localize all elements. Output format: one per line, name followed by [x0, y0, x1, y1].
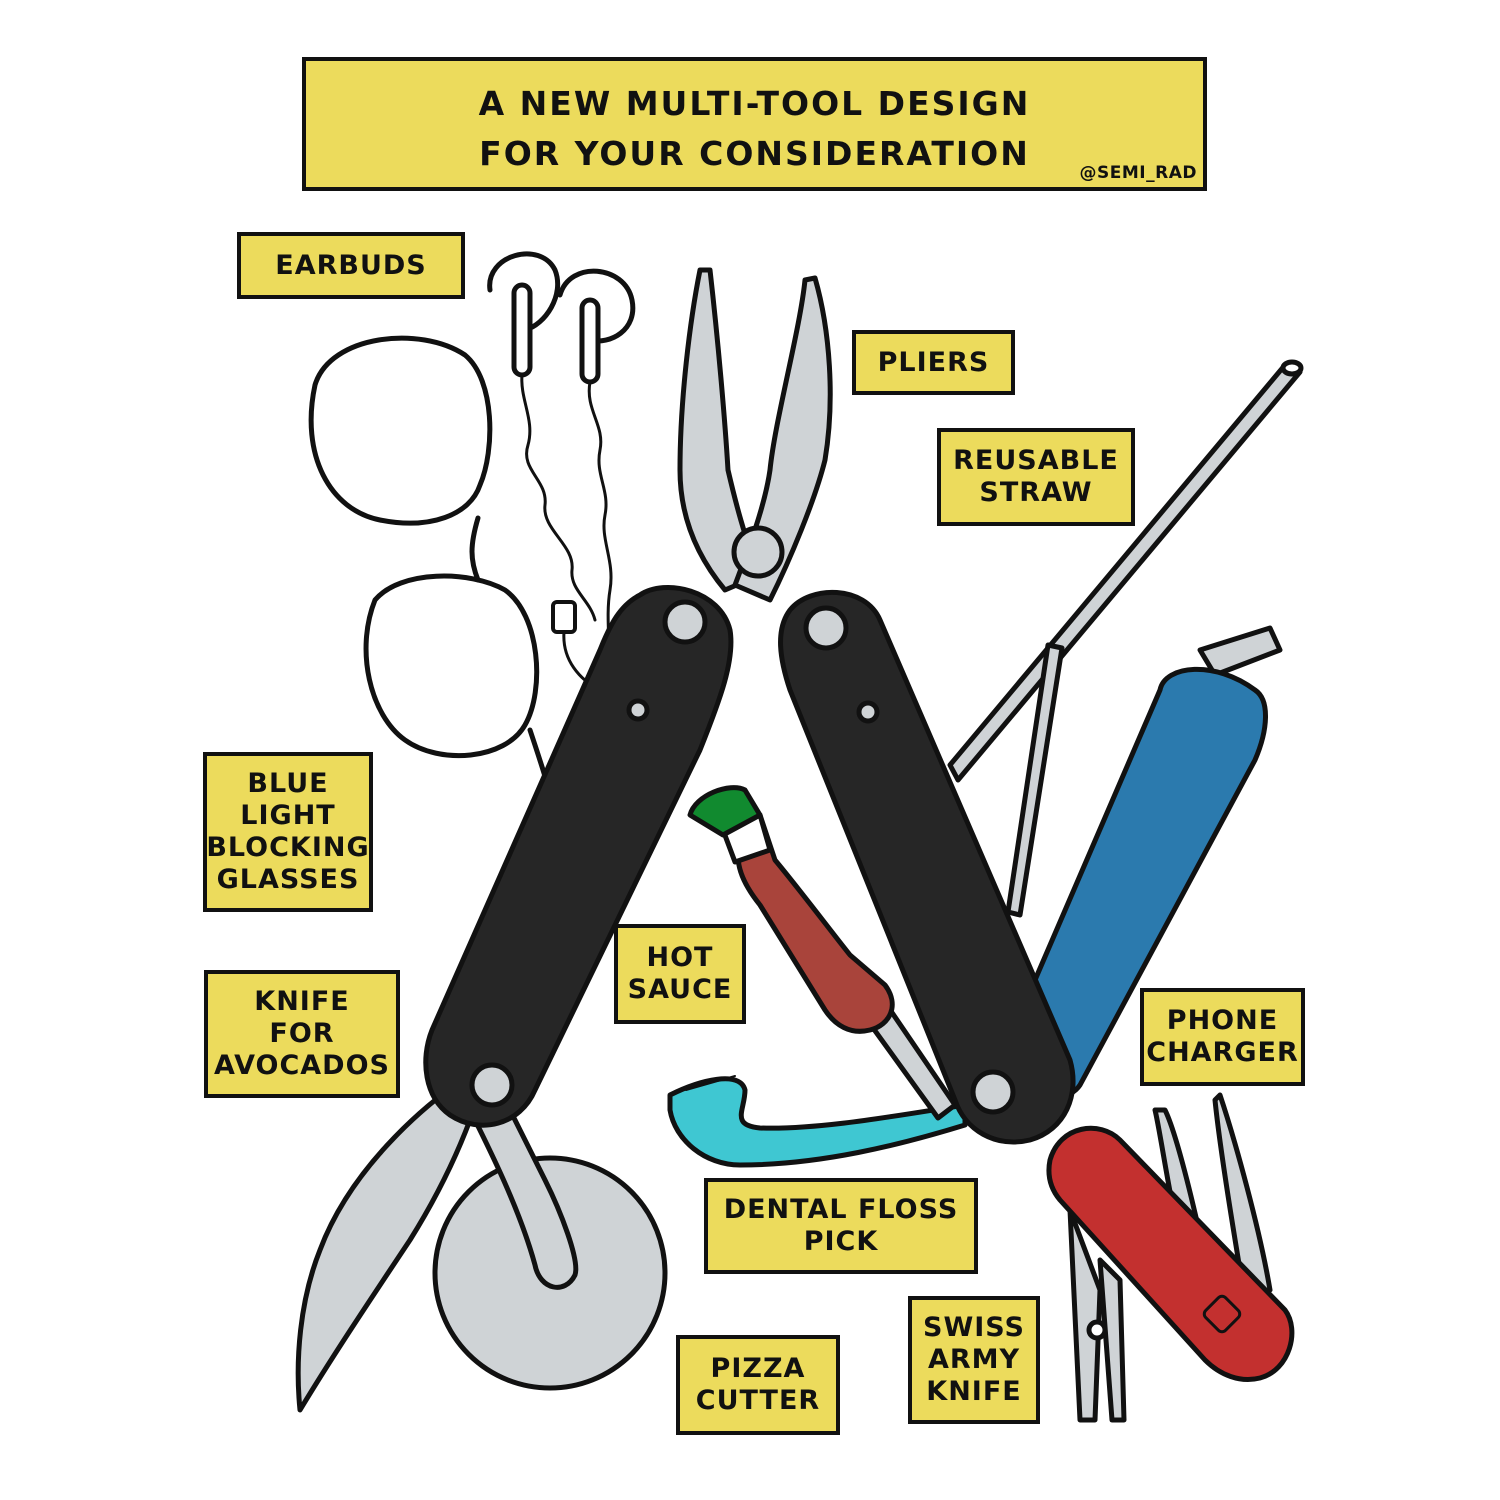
- title-text: A NEW MULTI-TOOL DESIGN FOR YOUR CONSIDE…: [478, 84, 1031, 173]
- swiss-knife-drawing: [1046, 1092, 1295, 1423]
- label-reusable-straw: REUSABLE STRAW: [937, 428, 1135, 526]
- glasses-drawing: [308, 335, 558, 818]
- straw-drawing: [947, 359, 1304, 918]
- label-phone-charger: PHONE CHARGER: [1140, 988, 1305, 1086]
- label-pizza-cutter: PIZZA CUTTER: [676, 1335, 840, 1435]
- label-earbuds: EARBUDS: [237, 232, 465, 299]
- label-glasses: BLUE LIGHT BLOCKING GLASSES: [203, 752, 373, 912]
- pliers-drawing: [677, 267, 833, 603]
- pizza-cutter-drawing: [432, 1097, 668, 1391]
- label-pliers: PLIERS: [852, 330, 1015, 395]
- label-dental-floss-pick: DENTAL FLOSS PICK: [704, 1178, 978, 1274]
- pliers-handles-drawing: [423, 585, 1076, 1145]
- credit-handle: @SEMI_RAD: [1079, 163, 1197, 183]
- title-banner: A NEW MULTI-TOOL DESIGN FOR YOUR CONSIDE…: [302, 57, 1207, 191]
- hot-sauce-drawing: [687, 785, 958, 1121]
- label-hot-sauce: HOT SAUCE: [614, 924, 746, 1024]
- avocado-knife-drawing: [295, 1082, 473, 1413]
- label-avocado-knife: KNIFE FOR AVOCADOS: [204, 970, 400, 1098]
- label-swiss-army-knife: SWISS ARMY KNIFE: [908, 1296, 1040, 1424]
